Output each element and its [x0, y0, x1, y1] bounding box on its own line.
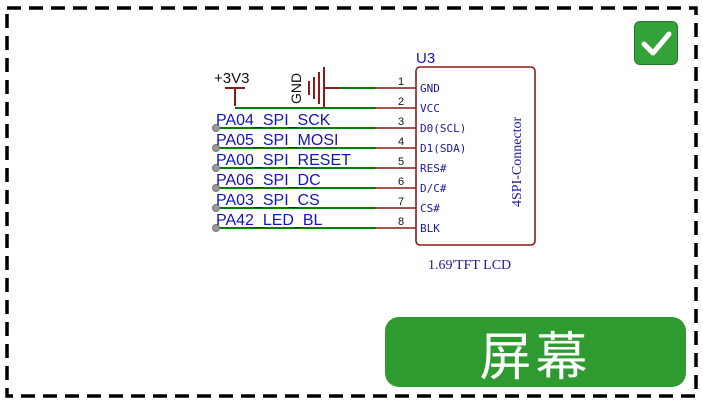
net-label: PA05_SPI_MOSI: [216, 132, 338, 149]
pin-name: D1(SDA): [420, 142, 466, 155]
net-endpoint[interactable]: [212, 144, 220, 152]
checkmark-glyph: [641, 31, 672, 56]
pin-name: VCC: [420, 102, 440, 115]
net-endpoint[interactable]: [212, 164, 220, 172]
component-name: 4SPI-Connector: [510, 116, 525, 207]
ground-net-label: GND: [288, 73, 304, 104]
net-endpoint[interactable]: [212, 224, 220, 232]
pin-number: 3: [398, 116, 404, 128]
pin-name: D/C#: [420, 182, 447, 195]
dashed-border: [5, 6, 698, 398]
pin-name: BLK: [420, 222, 440, 235]
pin-name: GND: [420, 82, 440, 95]
designator: U3: [416, 50, 435, 67]
pin-name: RES#: [420, 162, 447, 175]
pin-number: 6: [398, 176, 404, 188]
ground-icon: [308, 67, 340, 109]
nets-layer: PA04_SPI_SCK PA05_SPI_MOSI PA00_SPI_RESET P…: [212, 87, 376, 232]
net-label: PA06_SPI_DC: [216, 172, 321, 189]
section-label: 屏幕: [479, 327, 592, 388]
power-net-label: +3V3: [214, 70, 249, 87]
net-endpoint[interactable]: [212, 124, 220, 132]
checkmark-icon[interactable]: [634, 21, 678, 65]
pin-number: 1: [398, 76, 404, 88]
net-label: PA42_LED_BL: [216, 212, 323, 229]
net-label: PA04_SPI_SCK: [216, 112, 331, 129]
net-label: PA00_SPI_RESET: [216, 152, 351, 169]
section-label-badge: 屏幕: [385, 317, 686, 388]
component-value: 1.69'TFT LCD: [428, 258, 511, 273]
net-endpoint[interactable]: [212, 204, 220, 212]
pin-name: CS#: [420, 202, 440, 215]
pin-number: 2: [398, 96, 404, 108]
pin-number: 8: [398, 216, 404, 228]
component-body: [415, 66, 536, 246]
net-label: PA03_SPI_CS: [216, 192, 320, 209]
pin-number: 7: [398, 196, 404, 208]
pin-name: D0(SCL): [420, 122, 466, 135]
pin-number: 5: [398, 156, 404, 168]
net-endpoint[interactable]: [212, 184, 220, 192]
pin-number: 4: [398, 136, 404, 148]
